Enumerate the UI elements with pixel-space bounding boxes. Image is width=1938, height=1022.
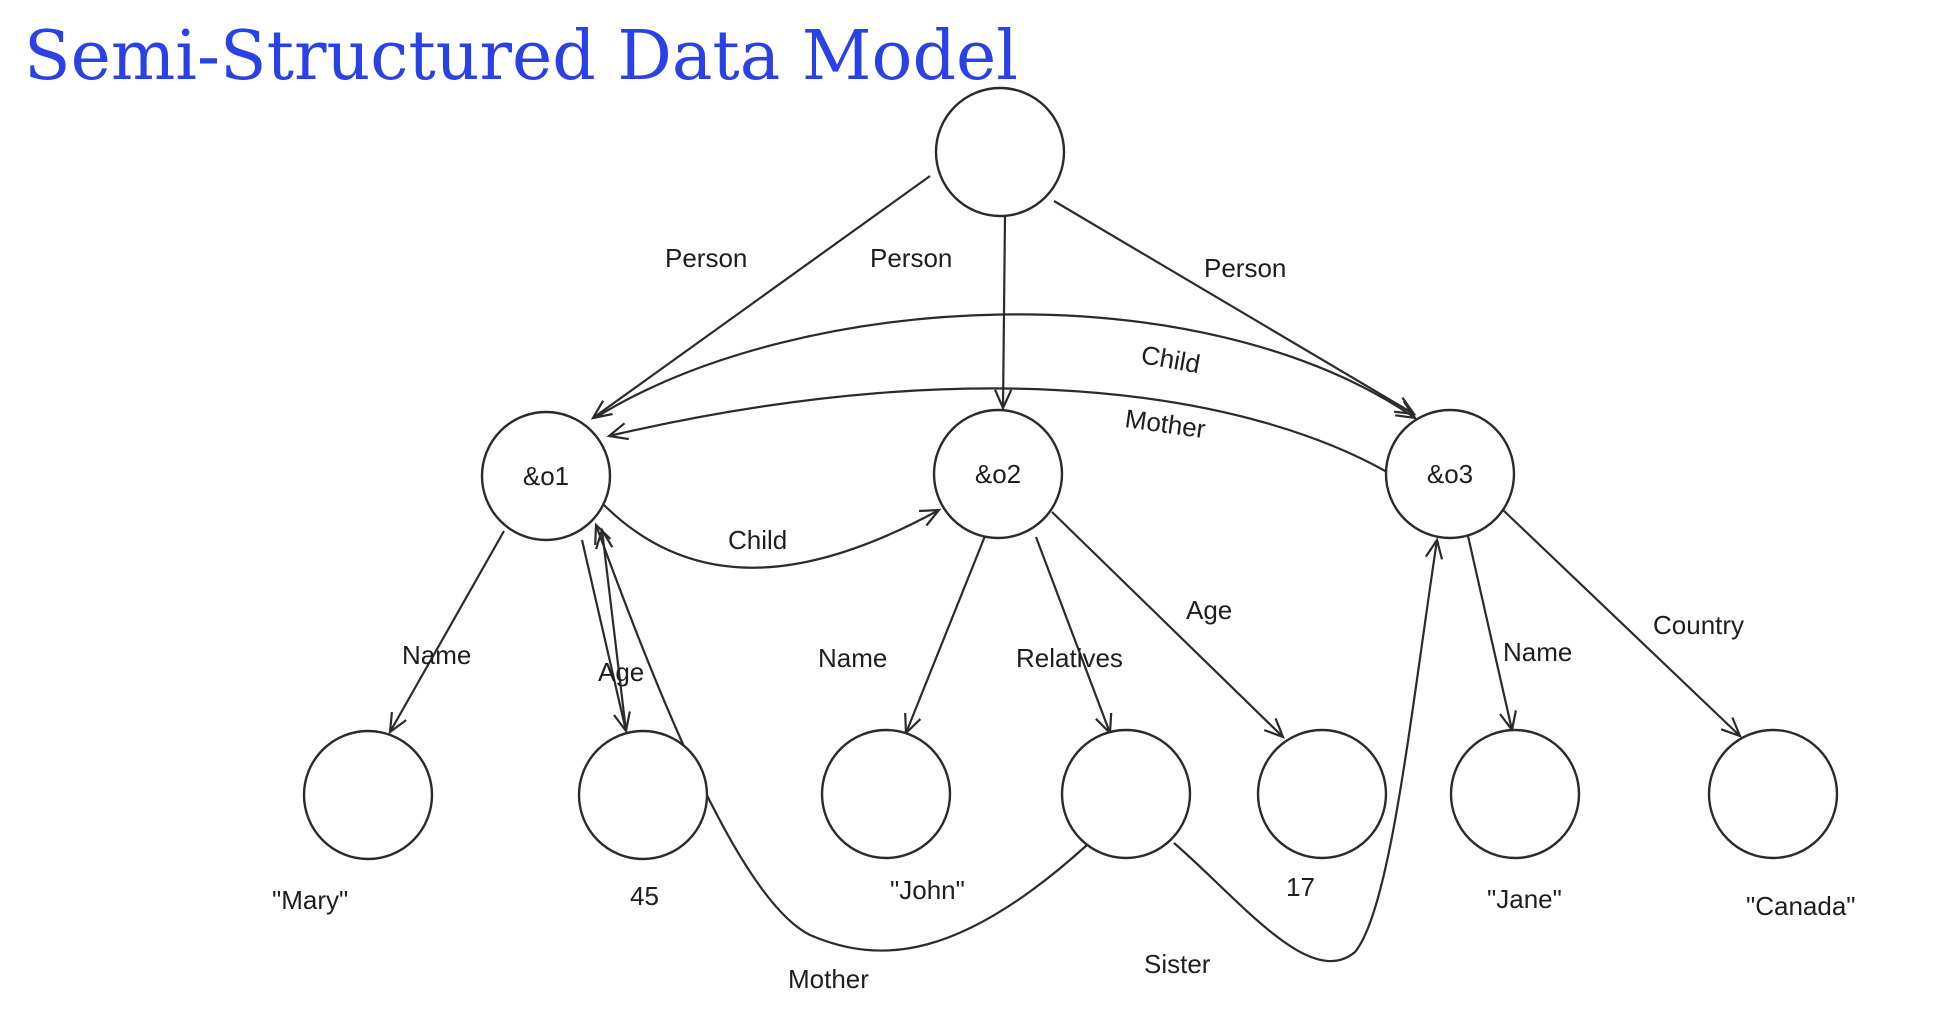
edge-name-o1-arrowhead (388, 711, 407, 735)
edge-person-o2 (1001, 215, 1007, 409)
edge-label-child-o2: Child (728, 525, 787, 555)
edge-label-sister-relative: Sister (1144, 949, 1211, 979)
edges-layer (388, 175, 1742, 963)
edge-label-name-o1: Name (402, 640, 471, 670)
page-title: Semi-Structured Data Model (24, 17, 1018, 96)
edge-person-o3 (1053, 200, 1415, 415)
leaf-node-17 (1256, 728, 1388, 860)
edge-child-o1-o3-arrowhead (1395, 400, 1418, 420)
edge-name-o2 (904, 535, 987, 734)
object-node-o3 (1384, 408, 1516, 540)
edge-name-o3 (1466, 535, 1514, 731)
value-17: 17 (1286, 872, 1315, 902)
edge-child-o1-o2-arrowhead (918, 508, 942, 527)
edge-country (1502, 509, 1741, 737)
leaf-node-canada (1707, 728, 1839, 860)
leaf-node-jane (1449, 728, 1581, 860)
node-label-o1: &o1 (523, 461, 569, 491)
edge-sister-relative (1173, 539, 1439, 963)
edge-label-name-o3: Name (1503, 637, 1572, 667)
edge-country-arrowhead (1720, 717, 1742, 738)
edge-mother-relative (594, 524, 1088, 952)
nodes-layer (302, 86, 1839, 861)
object-node-o2 (932, 408, 1064, 540)
edge-label-person-o3: Person (1204, 253, 1286, 283)
edge-label-country: Country (1653, 610, 1744, 640)
value-jane: "Jane" (1487, 884, 1562, 914)
value-mary: "Mary" (272, 885, 348, 915)
edge-name-o1 (389, 530, 505, 733)
edge-person-o2-arrowhead (993, 389, 1013, 411)
edge-label-name-o2: Name (818, 643, 887, 673)
edge-relatives (1034, 536, 1112, 734)
edge-child-o1-o2 (603, 504, 940, 569)
root-node (934, 86, 1066, 218)
node-label-o2: &o2 (975, 459, 1021, 489)
edge-age-o2-arrowhead (1263, 717, 1285, 739)
edge-mother-o3-o1 (608, 387, 1388, 473)
value-john: "John" (890, 875, 965, 905)
leaf-node-john (820, 728, 952, 860)
edge-label-age-o1: Age (598, 657, 644, 687)
leaf-node-45 (577, 729, 709, 861)
edge-mother-o3-o1-arrowhead (606, 422, 629, 441)
edge-label-relatives: Relatives (1016, 643, 1123, 673)
edge-sister-relative-arrowhead (1424, 537, 1444, 560)
node-label-o3: &o3 (1427, 459, 1473, 489)
edge-label-person-o1: Person (665, 243, 747, 273)
object-node-o1 (480, 410, 612, 542)
edge-person-o1-arrowhead (590, 400, 613, 420)
leaf-node-relatives (1060, 728, 1192, 860)
edge-label-mother-relative: Mother (788, 964, 869, 994)
edge-label-child-o3: Child (1139, 339, 1203, 379)
edge-age-o1 (580, 539, 628, 732)
edge-age-o2 (1051, 511, 1284, 738)
edge-label-person-o2: Person (870, 243, 952, 273)
value-45: 45 (630, 881, 659, 911)
edge-label-mother-o1: Mother (1123, 403, 1208, 444)
edge-mother-relative-arrowhead (594, 522, 612, 546)
edge-age-o1-back (600, 529, 628, 732)
value-canada: "Canada" (1746, 891, 1856, 921)
leaf-node-mary (302, 729, 434, 861)
edge-child-o1-o3 (594, 313, 1416, 419)
labels-layer: &o1 &o2 &o3 Person Person Person Child M… (272, 243, 1856, 994)
edge-person-o1 (592, 175, 931, 419)
edge-label-age-o2: Age (1186, 595, 1232, 625)
